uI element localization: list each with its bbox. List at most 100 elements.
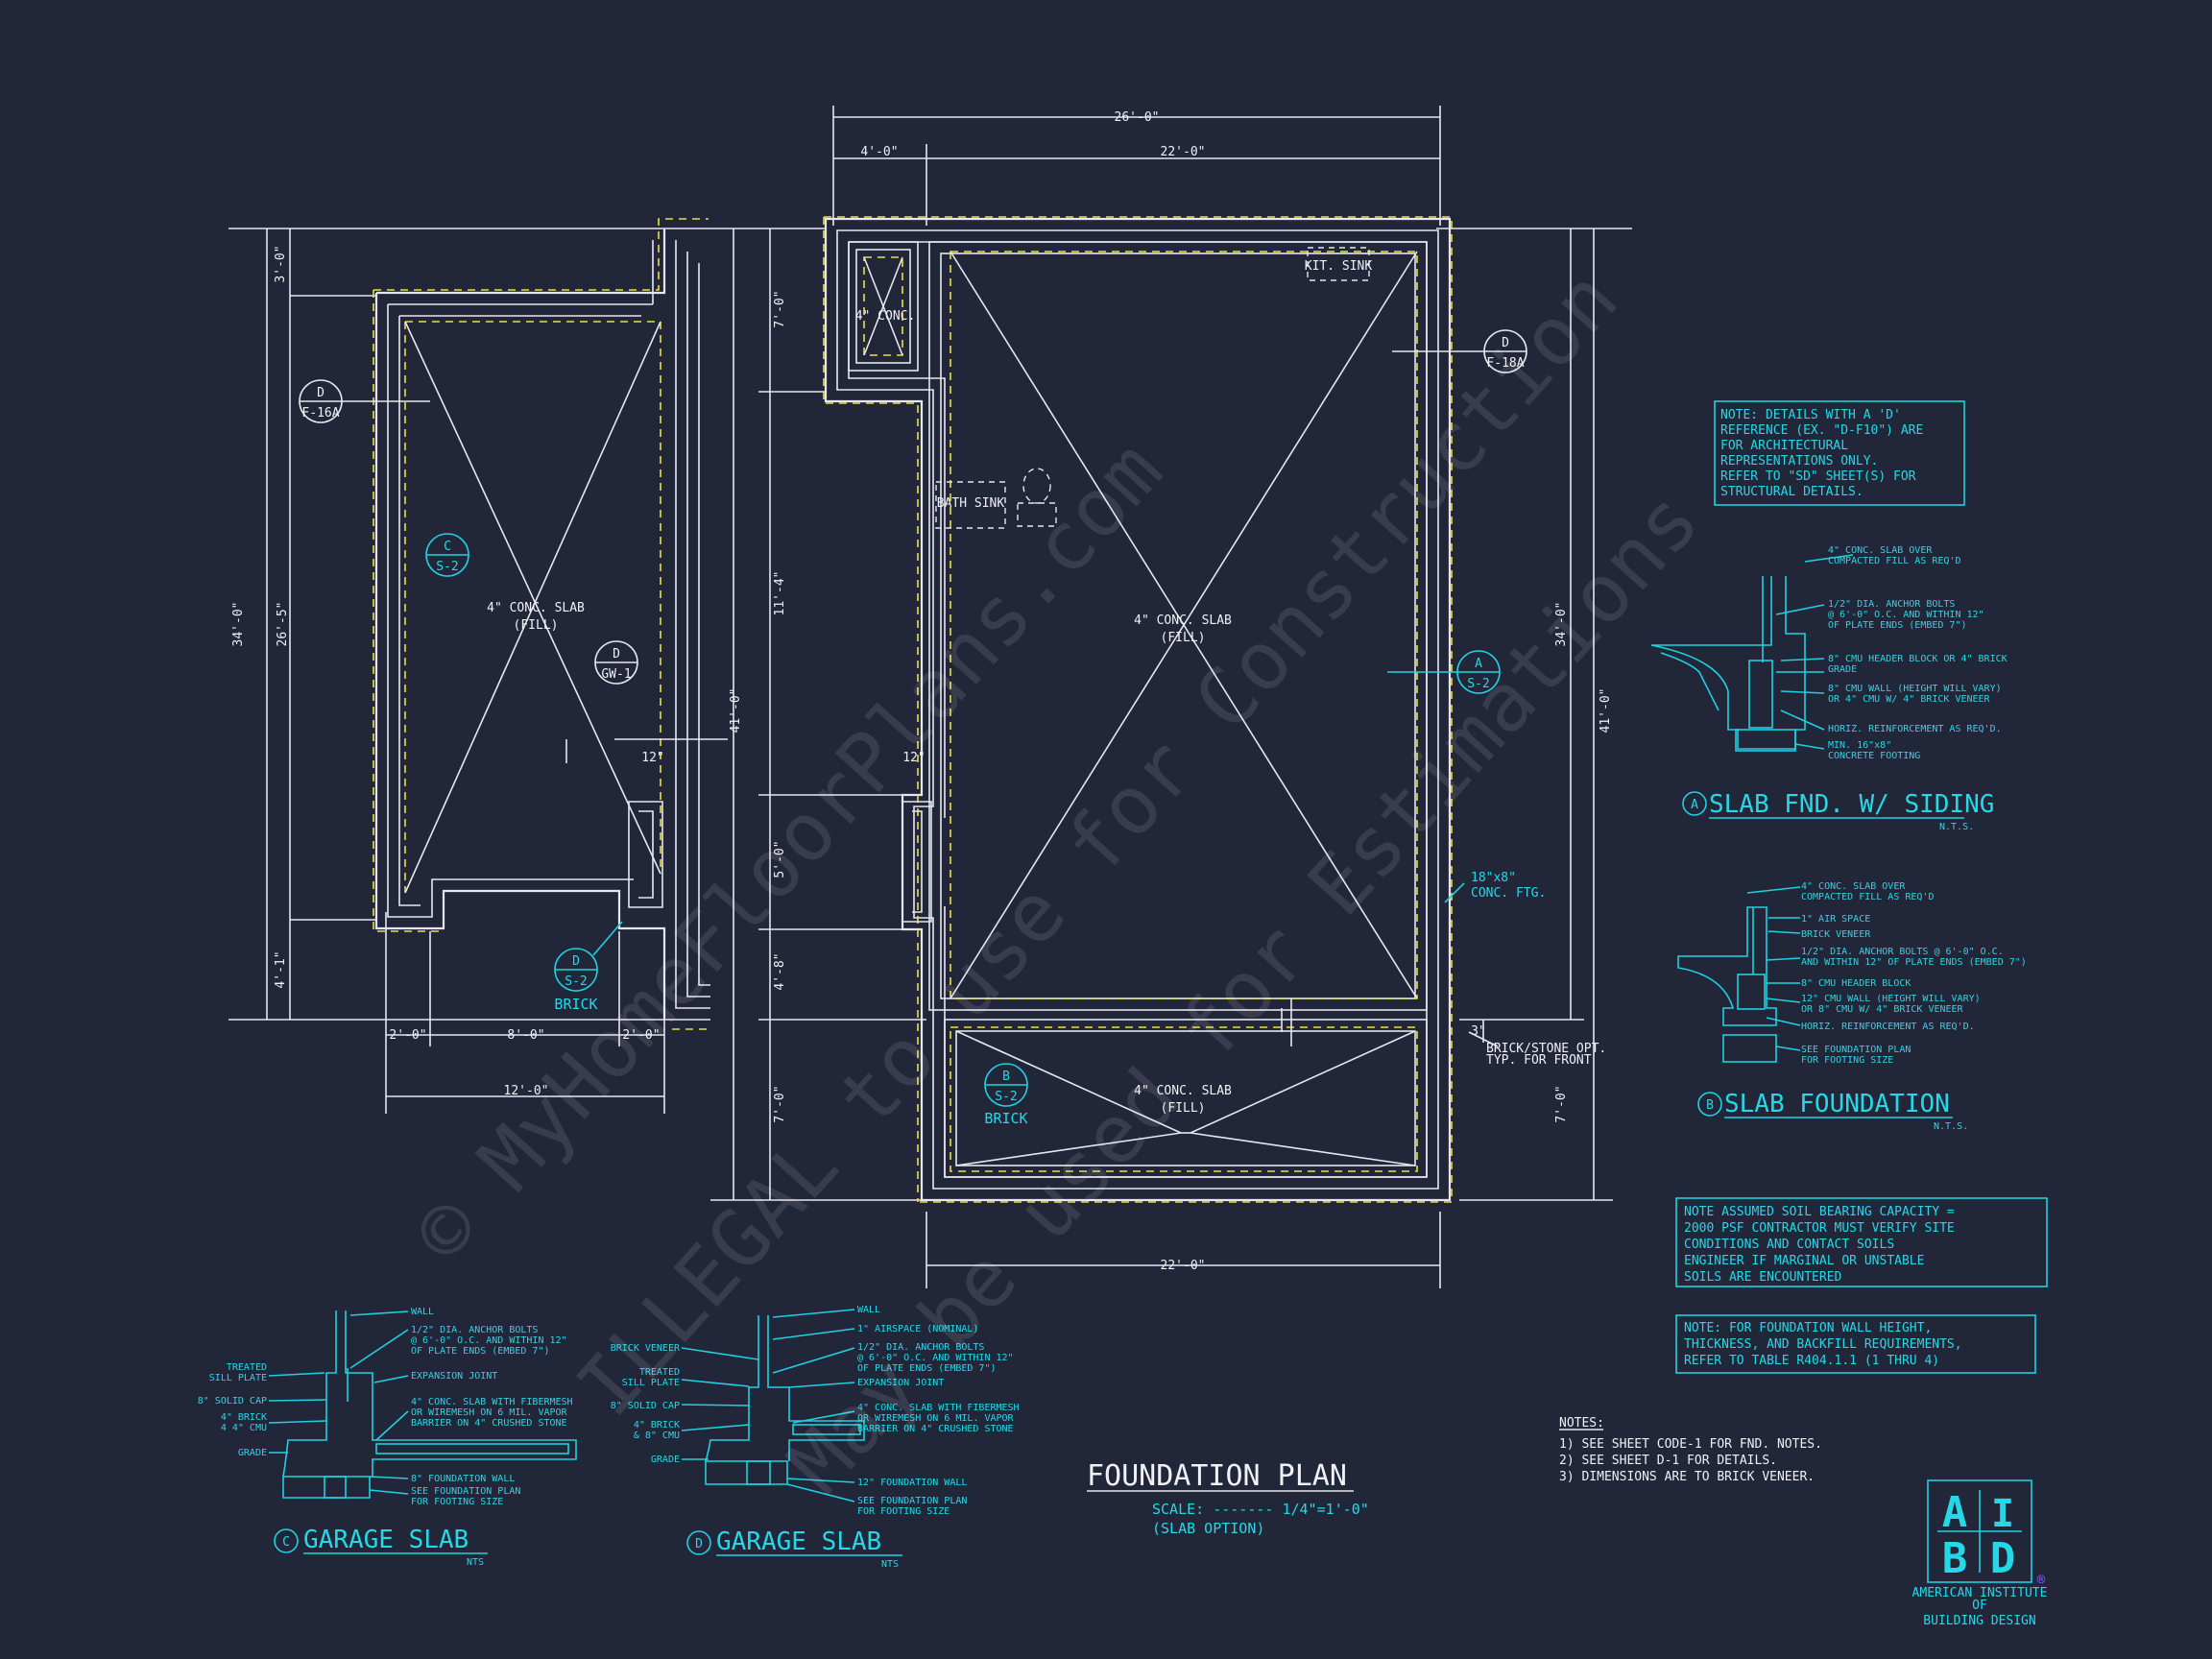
dim-mid-41: 41'-0" <box>729 688 743 733</box>
bath-sink-label: BATH SINK <box>937 496 1005 511</box>
svg-text:S-2: S-2 <box>1467 677 1489 691</box>
svg-text:OF PLATE ENDS (EMBED 7"): OF PLATE ENDS (EMBED 7") <box>857 1363 997 1374</box>
svg-text:B: B <box>1942 1534 1968 1583</box>
svg-text:N.T.S.: N.T.S. <box>1934 1121 1968 1132</box>
svg-text:1/2" DIA. ANCHOR BOLTS @ 6'-0": 1/2" DIA. ANCHOR BOLTS @ 6'-0" O.C. <box>1801 947 2004 957</box>
dim-mid-11: 11'-4" <box>773 571 787 616</box>
tag-c-s2: C S-2 <box>425 533 469 577</box>
note-wall: NOTE: FOR FOUNDATION WALL HEIGHT, THICKN… <box>1675 1314 2036 1374</box>
garage-dim-34: 34'-0" <box>231 602 246 647</box>
svg-text:B: B <box>1002 1070 1010 1084</box>
dim-top-right: 22'-0" <box>1161 145 1206 159</box>
svg-text:FOR ARCHITECTURAL: FOR ARCHITECTURAL <box>1720 439 1848 453</box>
svg-text:REFER TO TABLE R404.1.1 (1 THR: REFER TO TABLE R404.1.1 (1 THRU 4) <box>1684 1354 1939 1368</box>
svg-text:COMPACTED FILL AS REQ'D: COMPACTED FILL AS REQ'D <box>1801 892 1934 902</box>
detail-b: 4" CONC. SLAB OVER COMPACTED FILL AS REQ… <box>1677 881 2027 1132</box>
svg-text:FOUNDATION PLAN: FOUNDATION PLAN <box>1087 1459 1347 1493</box>
svg-text:STRUCTURAL DETAILS.: STRUCTURAL DETAILS. <box>1720 485 1863 499</box>
svg-text:8" CMU HEADER BLOCK: 8" CMU HEADER BLOCK <box>1801 978 1911 989</box>
svg-text:B: B <box>1706 1098 1714 1113</box>
ftg-label-2: CONC. FTG. <box>1471 886 1546 901</box>
svg-text:FOR FOOTING SIZE: FOR FOOTING SIZE <box>857 1506 950 1517</box>
svg-text:CONDITIONS AND CONTACT SOILS: CONDITIONS AND CONTACT SOILS <box>1684 1238 1894 1252</box>
svg-text:NOTE ASSUMED SOIL BEARING CAPA: NOTE ASSUMED SOIL BEARING CAPACITY = <box>1684 1205 1955 1219</box>
garage-dim-total: 12'-0" <box>504 1084 549 1098</box>
svg-text:NTS: NTS <box>881 1559 899 1570</box>
svg-text:OR WIREMESH ON 6 MIL. VAPOR: OR WIREMESH ON 6 MIL. VAPOR <box>411 1407 568 1418</box>
svg-text:4" BRICK: 4" BRICK <box>634 1420 680 1431</box>
dim-small-3: 3" <box>1471 1024 1486 1039</box>
svg-text:BARRIER ON 4" CRUSHED STONE: BARRIER ON 4" CRUSHED STONE <box>857 1424 1014 1434</box>
svg-text:1/2" DIA. ANCHOR BOLTS: 1/2" DIA. ANCHOR BOLTS <box>411 1325 538 1335</box>
dim-mid-7a: 7'-0" <box>773 290 787 327</box>
svg-text:EXPANSION JOINT: EXPANSION JOINT <box>857 1378 944 1388</box>
svg-text:@ 6'-0" O.C. AND WITHIN 12": @ 6'-0" O.C. AND WITHIN 12" <box>411 1335 567 1346</box>
brick-opt-2: TYP. FOR FRONT <box>1486 1053 1592 1068</box>
svg-text:COMPACTED FILL AS REQ'D: COMPACTED FILL AS REQ'D <box>1828 556 1960 566</box>
svg-text:FOR FOOTING SIZE: FOR FOOTING SIZE <box>411 1497 503 1507</box>
svg-text:A: A <box>1691 798 1698 812</box>
svg-text:D: D <box>1990 1534 2016 1583</box>
svg-text:4" CONC. SLAB WITH FIBERMESH: 4" CONC. SLAB WITH FIBERMESH <box>411 1397 573 1407</box>
svg-text:OR 8" CMU W/ 4" BRICK VENEER: OR 8" CMU W/ 4" BRICK VENEER <box>1801 1004 1964 1015</box>
svg-text:8" CMU WALL (HEIGHT WILL VARY): 8" CMU WALL (HEIGHT WILL VARY) <box>1828 684 2002 694</box>
svg-text:ILLEGAL to use for Constructio: ILLEGAL to use for Construction <box>559 252 1636 1434</box>
note-d-reference: NOTE: DETAILS WITH A 'D' REFERENCE (EX. … <box>1714 400 1965 506</box>
svg-text:A: A <box>1475 657 1482 671</box>
garage-dim-4: 4'-1" <box>274 950 288 988</box>
svg-text:GRADE: GRADE <box>1828 664 1857 675</box>
svg-text:MIN. 16"x8": MIN. 16"x8" <box>1828 740 1891 751</box>
svg-text:SLAB FOUNDATION: SLAB FOUNDATION <box>1724 1090 1950 1118</box>
brick-opt-1: BRICK/STONE OPT. <box>1486 1042 1606 1056</box>
svg-text:OF PLATE ENDS (EMBED 7"): OF PLATE ENDS (EMBED 7") <box>1828 620 1967 631</box>
svg-text:4" CONC. SLAB OVER: 4" CONC. SLAB OVER <box>1801 881 1906 892</box>
house-plan <box>710 106 1632 1288</box>
svg-text:@ 6'-0" O.C. AND WITHIN 12": @ 6'-0" O.C. AND WITHIN 12" <box>857 1353 1014 1363</box>
note-soil: NOTE ASSUMED SOIL BEARING CAPACITY = 200… <box>1675 1197 2048 1287</box>
svg-text:1" AIR SPACE: 1" AIR SPACE <box>1801 914 1870 925</box>
svg-text:SEE FOUNDATION PLAN: SEE FOUNDATION PLAN <box>857 1496 967 1506</box>
svg-text:HORIZ. REINFORCEMENT AS REQ'D.: HORIZ. REINFORCEMENT AS REQ'D. <box>1828 724 2002 734</box>
svg-text:®: ® <box>2037 1573 2046 1588</box>
porch-slab-label-1: 4" CONC. SLAB <box>1134 1084 1232 1098</box>
general-notes: NOTES: 1) SEE SHEET CODE-1 FOR FND. NOTE… <box>1559 1416 1822 1484</box>
svg-text:D: D <box>1502 336 1509 350</box>
svg-text:1" AIRSPACE (NOMINAL): 1" AIRSPACE (NOMINAL) <box>857 1324 978 1334</box>
dim-top-left: 4'-0" <box>860 145 898 159</box>
svg-text:S-2: S-2 <box>436 560 458 574</box>
svg-text:OF PLATE ENDS (EMBED 7"): OF PLATE ENDS (EMBED 7") <box>411 1346 550 1357</box>
dim-bottom-main: 22'-0" <box>1161 1259 1206 1273</box>
svg-text:S-2: S-2 <box>995 1090 1017 1104</box>
svg-text:WALL: WALL <box>857 1305 880 1315</box>
svg-text:C: C <box>282 1535 290 1550</box>
svg-text:(SLAB OPTION): (SLAB OPTION) <box>1152 1520 1264 1537</box>
dim-right-7: 7'-0" <box>1554 1085 1569 1122</box>
svg-text:BRICK VENEER: BRICK VENEER <box>611 1343 681 1354</box>
svg-text:OF: OF <box>1972 1599 1987 1613</box>
svg-text:REFERENCE (EX. "D-F10") ARE: REFERENCE (EX. "D-F10") ARE <box>1720 423 1923 438</box>
svg-text:NOTE: FOR FOUNDATION WALL HEIG: NOTE: FOR FOUNDATION WALL HEIGHT, <box>1684 1321 1932 1335</box>
svg-text:OR 4" CMU W/ 4" BRICK VENEER: OR 4" CMU W/ 4" BRICK VENEER <box>1828 694 1991 705</box>
tag-d-gw1: D GW-1 <box>594 640 638 685</box>
svg-text:& 8" CMU: & 8" CMU <box>634 1431 680 1441</box>
svg-text:OR WIREMESH ON 6 MIL. VAPOR: OR WIREMESH ON 6 MIL. VAPOR <box>857 1413 1015 1424</box>
svg-text:AMERICAN INSTITUTE: AMERICAN INSTITUTE <box>1912 1586 2048 1600</box>
svg-text:SCALE: ------- 1/4"=1'-0": SCALE: ------- 1/4"=1'-0" <box>1152 1501 1369 1518</box>
dim-right-41: 41'-0" <box>1599 688 1613 733</box>
svg-text:D: D <box>613 647 620 661</box>
svg-text:D: D <box>695 1537 703 1551</box>
svg-text:TREATED: TREATED <box>227 1362 267 1373</box>
kit-sink-label: KIT. SINK <box>1305 259 1373 274</box>
svg-text:4" BRICK: 4" BRICK <box>221 1412 267 1423</box>
tag-d-f16a: D F-16A <box>299 379 430 423</box>
svg-text:NTS: NTS <box>467 1557 484 1568</box>
svg-text:BUILDING DESIGN: BUILDING DESIGN <box>1923 1614 2035 1628</box>
garage-dim-b1: 2'-0" <box>389 1028 426 1043</box>
svg-text:ENGINEER IF MARGINAL OR UNSTAB: ENGINEER IF MARGINAL OR UNSTABLE <box>1684 1254 1924 1268</box>
svg-text:SOILS ARE ENCOUNTERED: SOILS ARE ENCOUNTERED <box>1684 1270 1842 1285</box>
detail-a: 4" CONC. SLAB OVER COMPACTED FILL AS REQ… <box>1650 545 2008 832</box>
svg-text:CONCRETE FOOTING: CONCRETE FOOTING <box>1828 751 1920 761</box>
svg-text:GRADE: GRADE <box>651 1455 680 1465</box>
svg-text:D: D <box>317 386 325 400</box>
dim-right-34: 34'-0" <box>1554 602 1569 647</box>
